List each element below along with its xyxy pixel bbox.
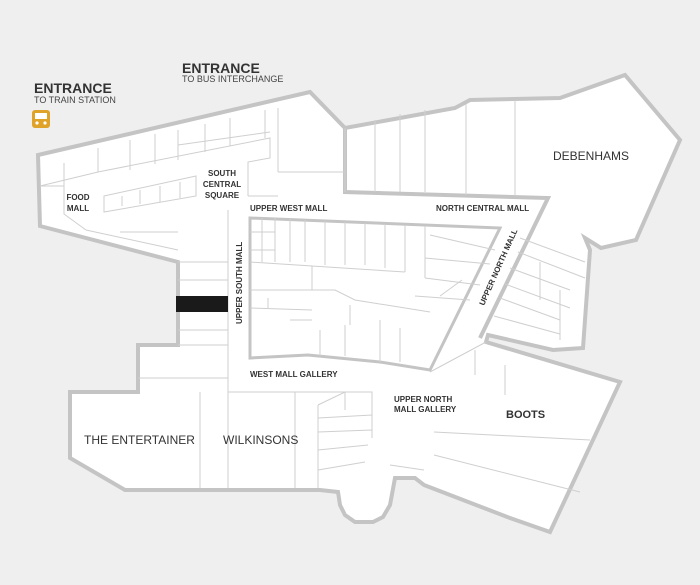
area-south-central-line2: CENTRAL — [203, 180, 241, 189]
store-wilkinsons[interactable]: WILKINSONS — [223, 433, 298, 447]
area-upper-west-mall: UPPER WEST MALL — [250, 204, 327, 213]
area-south-central-line1: SOUTH — [208, 169, 236, 178]
store-debenhams[interactable]: DEBENHAMS — [553, 149, 629, 163]
store-partitions — [39, 100, 591, 493]
highlighted-unit[interactable] — [176, 296, 228, 312]
store-boots[interactable]: BOOTS — [506, 409, 545, 421]
entrance-train-title[interactable]: ENTRANCE — [34, 80, 112, 96]
entrance-bus-title[interactable]: ENTRANCE — [182, 60, 260, 76]
store-the-entertainer[interactable]: THE ENTERTAINER — [84, 433, 195, 447]
area-west-mall-gallery: WEST MALL GALLERY — [250, 370, 338, 379]
area-food-mall-line1: FOOD — [66, 193, 89, 202]
area-north-central-mall: NORTH CENTRAL MALL — [436, 204, 529, 213]
entrance-bus-subtitle: TO BUS INTERCHANGE — [182, 74, 283, 84]
area-upper-north-gallery-line1: UPPER NORTH — [394, 395, 452, 404]
area-upper-north-gallery-line2: MALL GALLERY — [394, 405, 457, 414]
area-food-mall-line2: MALL — [67, 204, 89, 213]
entrance-train-subtitle: TO TRAIN STATION — [34, 95, 116, 105]
train-icon[interactable] — [32, 110, 50, 128]
area-south-central-line3: SQUARE — [205, 191, 240, 200]
area-upper-south-mall: UPPER SOUTH MALL — [235, 242, 244, 324]
